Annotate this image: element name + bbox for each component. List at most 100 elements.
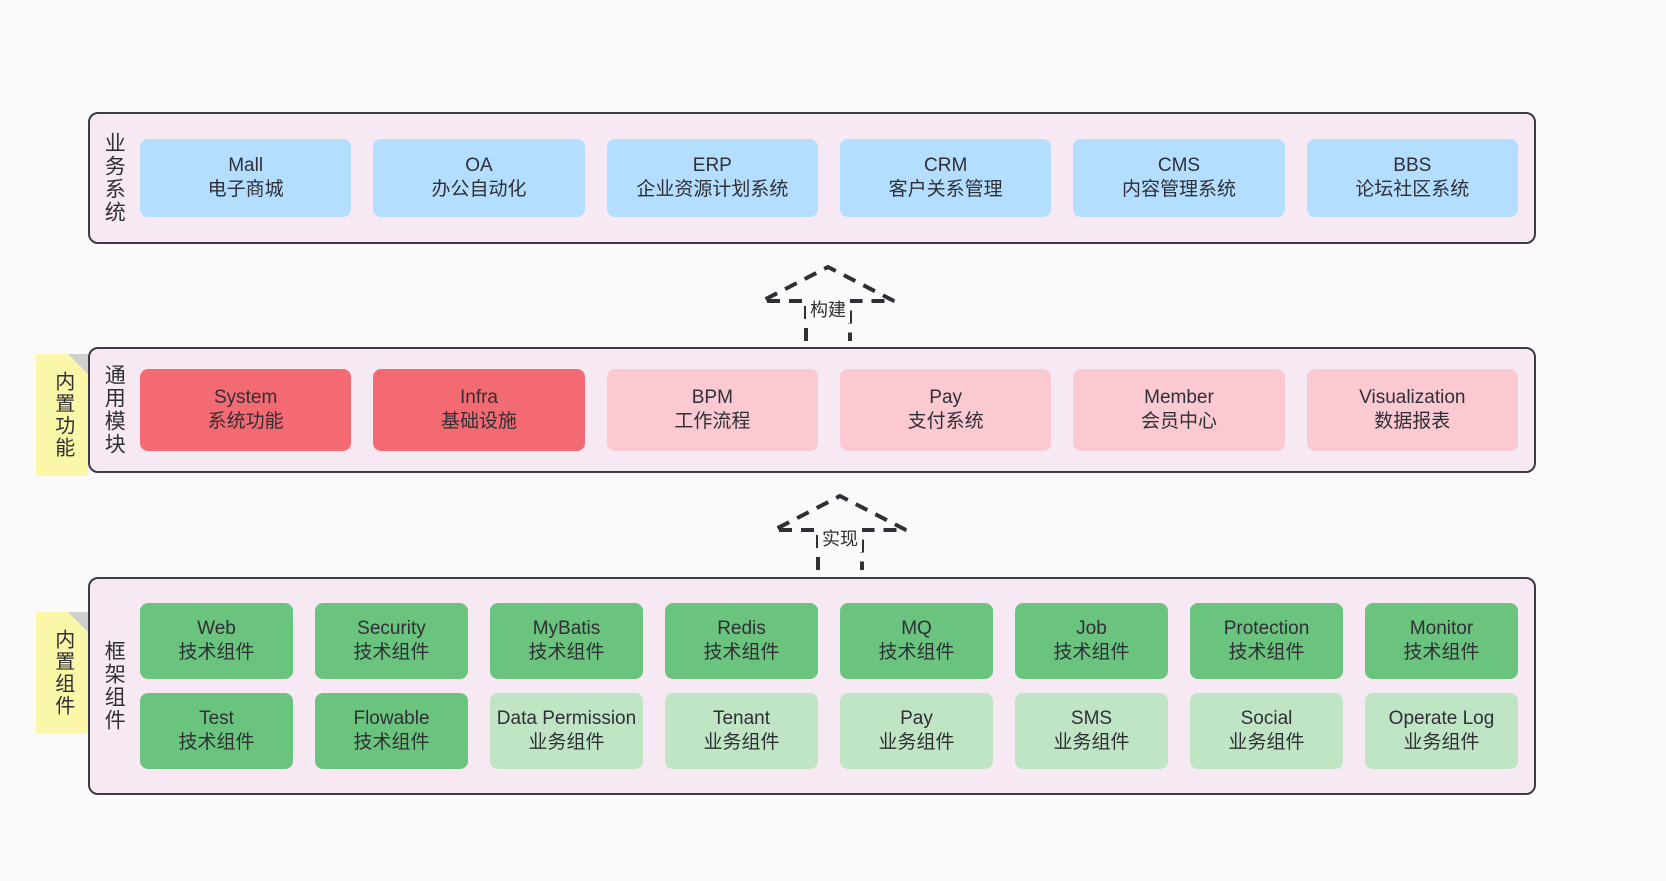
arrow-implement-label: 实现 <box>818 524 862 552</box>
card-security[interactable]: Security 技术组件 <box>315 603 468 679</box>
card-test-title: Test <box>199 707 234 729</box>
card-sms-subtitle: 业务组件 <box>1053 732 1130 753</box>
card-cms-title: CMS <box>1157 154 1201 176</box>
card-operate-log[interactable]: Operate Log 业务组件 <box>1365 693 1518 769</box>
arrow-implement: 实现 <box>770 492 910 574</box>
card-pay-module[interactable]: Pay 支付系统 <box>839 369 1052 451</box>
card-web-title: Web <box>197 617 236 639</box>
card-mall-title: Mall <box>228 154 264 176</box>
card-tenant-title: Tenant <box>712 707 771 729</box>
card-visualization[interactable]: Visualization 数据报表 <box>1306 369 1518 451</box>
card-mq[interactable]: MQ 技术组件 <box>840 603 993 679</box>
card-bpm-title: BPM <box>691 386 733 408</box>
card-bbs-subtitle: 论坛社区系统 <box>1355 179 1470 200</box>
card-visualization-title: Visualization <box>1359 386 1466 408</box>
card-crm-title: CRM <box>924 154 968 176</box>
card-tenant-subtitle: 业务组件 <box>703 732 780 753</box>
card-pay-module-subtitle: 支付系统 <box>907 411 984 432</box>
card-infra-title: Infra <box>459 386 498 408</box>
card-infra-subtitle: 基础设施 <box>440 411 517 432</box>
card-erp[interactable]: ERP 企业资源计划系统 <box>606 139 818 217</box>
card-mybatis-title: MyBatis <box>532 617 601 639</box>
card-mall[interactable]: Mall 电子商城 <box>140 139 352 217</box>
card-flowable[interactable]: Flowable 技术组件 <box>315 693 468 769</box>
card-operate-log-subtitle: 业务组件 <box>1403 732 1480 753</box>
card-web[interactable]: Web 技术组件 <box>140 603 293 679</box>
card-data-permission-subtitle: 业务组件 <box>528 732 605 753</box>
framework-business-row: Test 技术组件 Flowable 技术组件 Data Permission … <box>140 693 1518 769</box>
card-monitor[interactable]: Monitor 技术组件 <box>1365 603 1518 679</box>
card-crm-subtitle: 客户关系管理 <box>888 179 1003 200</box>
card-crm[interactable]: CRM 客户关系管理 <box>839 139 1052 217</box>
business-systems-row: Mall 电子商城 OA 办公自动化 ERP 企业资源计划系统 CRM 客户关系… <box>140 139 1518 217</box>
card-member-title: Member <box>1144 386 1214 408</box>
card-sms-title: SMS <box>1070 707 1113 729</box>
card-mq-subtitle: 技术组件 <box>878 642 955 663</box>
card-oa-subtitle: 办公自动化 <box>431 179 527 200</box>
card-mybatis-subtitle: 技术组件 <box>528 642 605 663</box>
card-test[interactable]: Test 技术组件 <box>140 693 293 769</box>
card-pay-component-subtitle: 业务组件 <box>878 732 955 753</box>
card-data-permission[interactable]: Data Permission 业务组件 <box>490 693 643 769</box>
card-test-subtitle: 技术组件 <box>178 732 255 753</box>
card-tenant[interactable]: Tenant 业务组件 <box>665 693 818 769</box>
card-operate-log-title: Operate Log <box>1388 707 1495 729</box>
card-protection-subtitle: 技术组件 <box>1228 642 1305 663</box>
card-security-title: Security <box>357 617 426 639</box>
card-mybatis[interactable]: MyBatis 技术组件 <box>490 603 643 679</box>
card-system-title: System <box>213 386 278 408</box>
layer-title-business-systems: 业务系统 <box>102 132 126 224</box>
card-redis[interactable]: Redis 技术组件 <box>665 603 818 679</box>
card-mall-subtitle: 电子商城 <box>207 179 284 200</box>
card-cms-subtitle: 内容管理系统 <box>1121 179 1236 200</box>
card-social[interactable]: Social 业务组件 <box>1190 693 1343 769</box>
card-monitor-subtitle: 技术组件 <box>1403 642 1480 663</box>
card-job-title: Job <box>1076 617 1107 639</box>
framework-tech-row: Web 技术组件 Security 技术组件 MyBatis 技术组件 Redi… <box>140 603 1518 679</box>
card-bbs-title: BBS <box>1393 154 1432 176</box>
card-infra[interactable]: Infra 基础设施 <box>373 369 585 451</box>
card-social-title: Social <box>1240 707 1293 729</box>
card-social-subtitle: 业务组件 <box>1228 732 1305 753</box>
card-bbs[interactable]: BBS 论坛社区系统 <box>1306 139 1518 217</box>
arrow-build: 构建 <box>758 263 898 345</box>
card-bpm[interactable]: BPM 工作流程 <box>606 369 818 451</box>
layer-title-common-modules: 通用模块 <box>102 364 126 456</box>
card-protection[interactable]: Protection 技术组件 <box>1190 603 1343 679</box>
card-cms[interactable]: CMS 内容管理系统 <box>1073 139 1285 217</box>
sticky-note-builtin-components: 内置组件 <box>36 612 88 734</box>
card-system-subtitle: 系统功能 <box>207 411 284 432</box>
card-visualization-subtitle: 数据报表 <box>1374 411 1451 432</box>
common-modules-row: System 系统功能 Infra 基础设施 BPM 工作流程 Pay 支付系统… <box>140 369 1518 451</box>
card-flowable-subtitle: 技术组件 <box>353 732 430 753</box>
card-job-subtitle: 技术组件 <box>1053 642 1130 663</box>
card-security-subtitle: 技术组件 <box>353 642 430 663</box>
card-oa[interactable]: OA 办公自动化 <box>373 139 585 217</box>
layer-body-business-systems: Mall 电子商城 OA 办公自动化 ERP 企业资源计划系统 CRM 客户关系… <box>136 114 1534 242</box>
card-pay-module-title: Pay <box>929 386 963 408</box>
card-job[interactable]: Job 技术组件 <box>1015 603 1168 679</box>
sticky-note-builtin-features-label: 内置功能 <box>51 371 74 459</box>
layer-title-framework-components: 框架组件 <box>102 640 126 732</box>
card-member[interactable]: Member 会员中心 <box>1073 369 1285 451</box>
layer-common-modules: 通用模块 System 系统功能 Infra 基础设施 BPM 工作流程 Pay… <box>88 347 1536 473</box>
card-protection-title: Protection <box>1223 617 1310 639</box>
card-oa-title: OA <box>465 154 493 176</box>
card-pay-component[interactable]: Pay 业务组件 <box>840 693 993 769</box>
card-erp-subtitle: 企业资源计划系统 <box>636 179 789 200</box>
layer-body-common-modules: System 系统功能 Infra 基础设施 BPM 工作流程 Pay 支付系统… <box>136 349 1534 471</box>
layer-business-systems: 业务系统 Mall 电子商城 OA 办公自动化 ERP 企业资源计划系统 CRM… <box>88 112 1536 244</box>
sticky-note-builtin-features: 内置功能 <box>36 354 88 476</box>
card-system[interactable]: System 系统功能 <box>140 369 352 451</box>
card-data-permission-title: Data Permission <box>496 707 637 729</box>
card-redis-title: Redis <box>717 617 766 639</box>
card-redis-subtitle: 技术组件 <box>703 642 780 663</box>
layer-framework-components: 框架组件 Web 技术组件 Security 技术组件 MyBatis 技术组件… <box>88 577 1536 795</box>
card-monitor-title: Monitor <box>1409 617 1474 639</box>
card-pay-component-title: Pay <box>900 707 933 729</box>
card-bpm-subtitle: 工作流程 <box>674 411 751 432</box>
sticky-note-builtin-components-label: 内置组件 <box>51 629 74 717</box>
arrow-build-label: 构建 <box>806 295 850 323</box>
card-sms[interactable]: SMS 业务组件 <box>1015 693 1168 769</box>
